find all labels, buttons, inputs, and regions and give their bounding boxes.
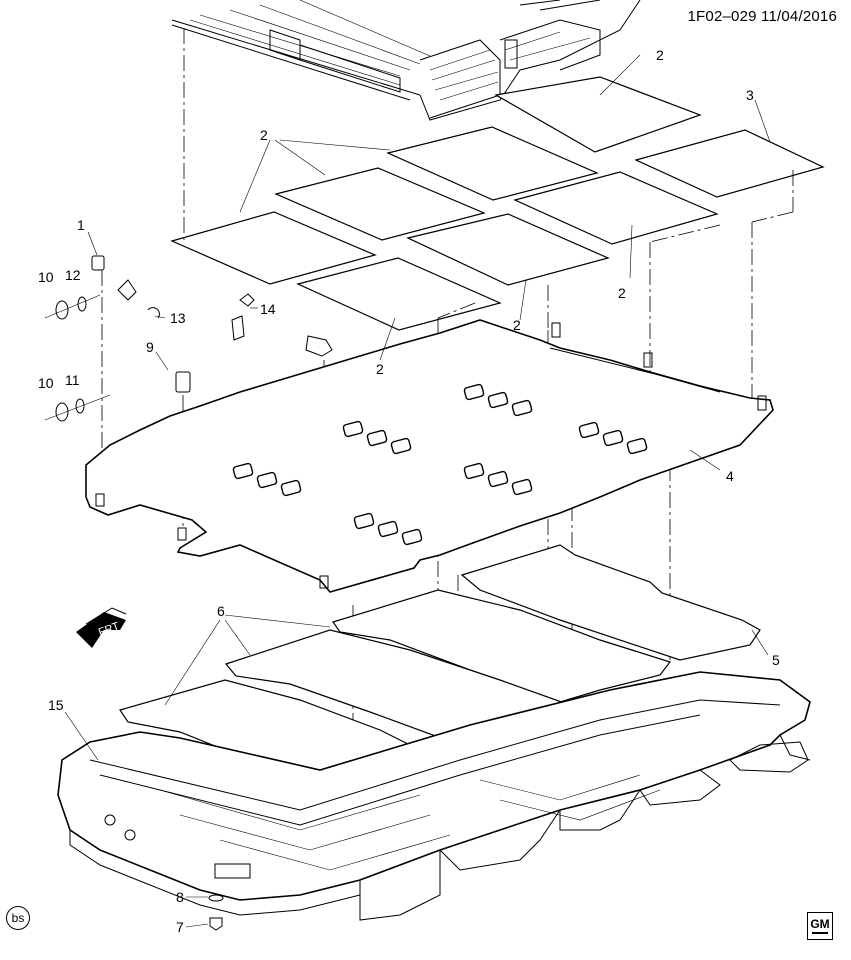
- fasteners: [208, 894, 224, 931]
- callout-10b: 10: [38, 375, 54, 391]
- figure-id: 1F02–029 11/04/2016: [687, 8, 837, 25]
- callout-2c: 2: [618, 285, 626, 301]
- callout-12: 12: [65, 267, 81, 283]
- callout-11: 11: [65, 372, 80, 388]
- front-direction-arrow: FRT: [76, 607, 127, 648]
- battery-tray: [57, 671, 811, 921]
- callout-5: 5: [772, 652, 780, 668]
- gm-logo-text: GM: [810, 917, 830, 931]
- callout-15: 15: [48, 697, 64, 713]
- callout-6: 6: [217, 603, 225, 619]
- callout-14: 14: [260, 301, 276, 317]
- callout-3: 3: [746, 87, 754, 103]
- gm-logo: GM: [807, 912, 833, 940]
- callout-9: 9: [146, 339, 154, 355]
- callout-7: 7: [176, 919, 184, 935]
- leader-lines: [64, 54, 771, 928]
- thermal-pads: [170, 76, 825, 331]
- coolant-hoses: [44, 255, 333, 422]
- cooling-plate: [85, 319, 774, 593]
- gm-logo-bar: [812, 932, 828, 934]
- callout-2b: 2: [260, 127, 268, 143]
- callout-2e: 2: [376, 361, 384, 377]
- callout-1: 1: [77, 217, 85, 233]
- callout-4: 4: [726, 468, 734, 484]
- callout-labels: 1 2 2 2 2 2 3 4 5 6 7 8 9 10 10 11 12 13…: [38, 47, 780, 935]
- callout-8: 8: [176, 889, 184, 905]
- callout-2d: 2: [513, 317, 521, 333]
- bs-badge: bs: [6, 906, 30, 930]
- callout-13: 13: [170, 310, 186, 326]
- callout-10a: 10: [38, 269, 54, 285]
- callout-2a: 2: [656, 47, 664, 63]
- battery-module: [171, 0, 641, 121]
